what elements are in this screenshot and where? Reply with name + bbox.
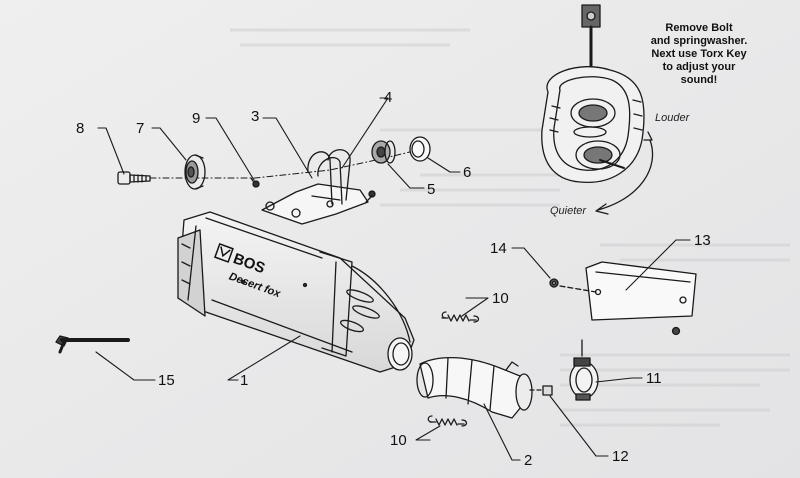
bush-part-5 <box>371 140 396 164</box>
callout-11: 11 <box>646 370 662 387</box>
grommet-part-7 <box>184 154 206 190</box>
callout-9: 9 <box>192 110 201 127</box>
instruction-line-5: sound! <box>680 74 718 86</box>
callout-13: 13 <box>694 232 711 249</box>
adjust-arrow-head <box>595 203 609 215</box>
quieter-label: Quieter <box>550 205 587 217</box>
callout-8: 8 <box>76 120 85 137</box>
instruction-line-1: Remove Bolt <box>665 22 733 34</box>
link-pipe-part-2 <box>416 356 533 419</box>
paper-show-through <box>230 28 790 427</box>
muffler-part-1 <box>177 211 415 373</box>
adjustment-instruction: Remove Bolt and springwasher. Next use T… <box>640 22 758 87</box>
washer-part-14 <box>549 278 559 288</box>
instruction-line-2: and springwasher. <box>650 35 748 47</box>
instruction-line-4: to adjust your <box>662 61 736 73</box>
callout-2: 2 <box>524 452 533 469</box>
spacer-part-6 <box>409 136 431 162</box>
instruction-line-3: Next use Torx Key <box>651 48 747 60</box>
heat-shield-part-13 <box>559 261 697 336</box>
callout-12: 12 <box>612 448 629 465</box>
callout-4: 4 <box>384 89 393 106</box>
clamp-part-11 <box>569 339 599 401</box>
spring-part-10-upper <box>441 311 480 323</box>
screw-part-9 <box>250 177 260 188</box>
torx-key-part-15 <box>55 335 130 354</box>
callout-10-upper: 10 <box>492 290 509 307</box>
callout-6: 6 <box>463 164 472 181</box>
callout-5: 5 <box>427 181 436 198</box>
callout-1: 1 <box>240 372 249 389</box>
nut-part-12 <box>529 385 553 396</box>
adjust-arrow <box>597 139 654 211</box>
bolt-part-8 <box>117 171 151 185</box>
spring-part-10-lower <box>427 415 468 427</box>
louder-label: Louder <box>655 112 690 124</box>
strap-part-4 <box>307 149 376 205</box>
callout-14: 14 <box>490 240 507 257</box>
callout-15: 15 <box>158 372 175 389</box>
callout-3: 3 <box>251 108 260 125</box>
leader-lines <box>95 97 691 461</box>
callout-7: 7 <box>136 120 145 137</box>
callout-10-lower: 10 <box>390 432 407 449</box>
end-cap-detail <box>541 4 645 184</box>
